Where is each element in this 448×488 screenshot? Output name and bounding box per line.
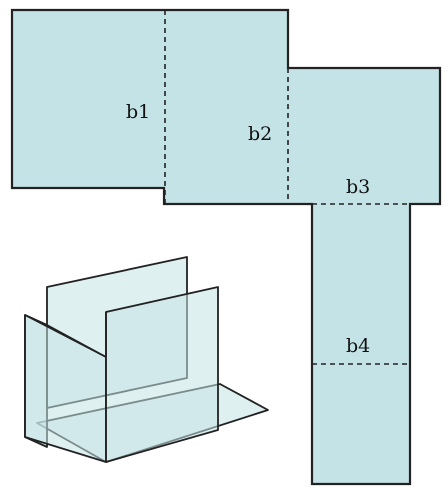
fold-label-b1: b1 [126,101,150,123]
fold-label-b3: b3 [346,176,370,198]
net: b1 b2 b3 b4 [10,8,442,486]
front-plane [105,286,219,463]
connector-edge [46,324,107,358]
folded-model [24,256,269,463]
fold-label-b4: b4 [346,335,370,357]
fold-label-b2: b2 [248,123,272,145]
